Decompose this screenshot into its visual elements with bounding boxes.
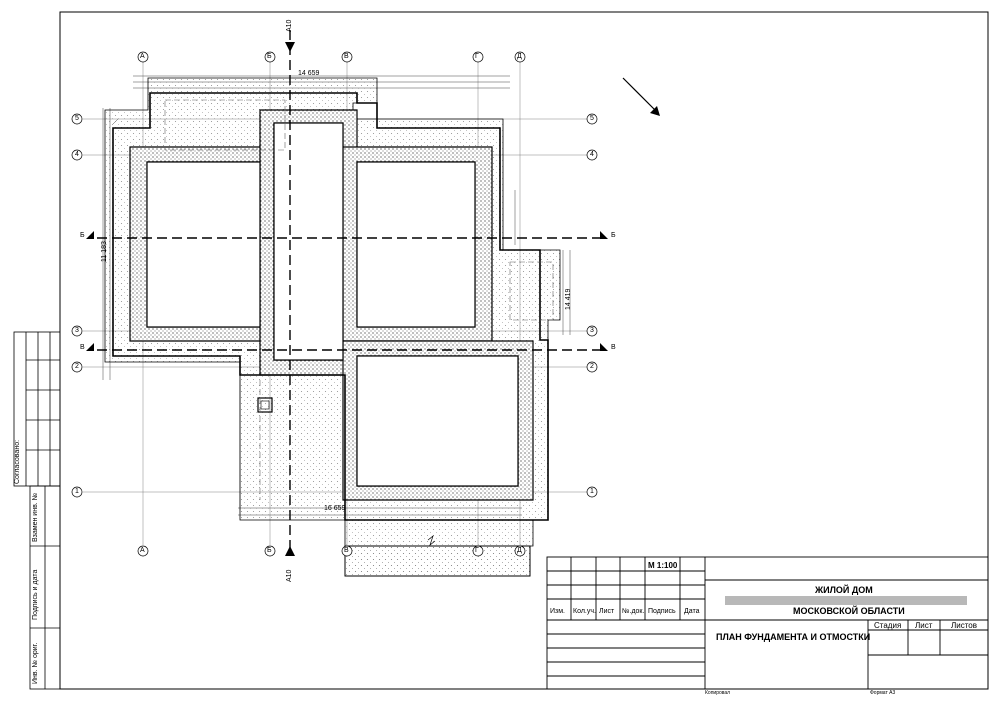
axis-col-b-top: Б [267,53,272,60]
grey-band [725,596,967,605]
project-location: МОСКОВСКОЙ ОБЛАСТИ [793,606,905,616]
column-post [257,397,273,413]
axis-col-g-bottom: Г [475,547,479,554]
north-arrow-icon [622,77,660,116]
dim-left-overall: 11 183 [101,241,108,262]
axis-markers [71,51,598,557]
sheet-label: Лист [915,621,933,630]
stamp-replaced-inv: Взамен инв. № [32,492,39,542]
sheets-label: Листов [951,621,977,630]
hdr-list: Лист [599,608,615,615]
stamp-agreed: Согласовано: [14,439,21,484]
section-b-right-label: Б [611,232,616,239]
axis-row-5-left: 5 [75,115,79,122]
hdr-izm: Изм. [550,608,565,615]
break-mark [427,534,436,547]
axis-col-v-top: В [344,53,349,60]
section-v-left-label: В [80,344,85,351]
left-stamp [13,331,61,690]
section-lines [97,30,600,550]
hidden-lines [164,99,554,500]
axis-col-a-top: А [140,53,145,60]
stamp-sign-date: Подпись и дата [32,569,39,620]
axis-row-1-right: 1 [590,488,594,495]
axis-col-d-top: Д [517,53,522,60]
stamp-orig-inv: Инв. № ориг. [32,642,39,684]
axis-row-3-right: 3 [590,327,594,334]
axis-row-5-right: 5 [590,115,594,122]
format-label: Формат А3 [870,690,896,696]
project-name: ЖИЛОЙ ДОМ [815,585,873,595]
hdr-podpis: Подпись [648,608,676,615]
scale-label: М 1:100 [648,561,678,570]
section-v-right-label: В [611,344,616,351]
stage-label: Стадия [874,621,902,630]
axis-row-1-left: 1 [75,488,79,495]
copied-label: Копировал [705,690,731,696]
axis-col-d-bottom: Д [517,547,522,554]
section-a10-bottom-label: А10 [286,569,293,582]
axis-col-g-top: Г [475,53,479,60]
rooms [146,122,519,487]
axis-col-v-bottom: В [344,547,349,554]
axis-row-2-right: 2 [590,363,594,370]
building-outline [112,92,549,521]
dim-top-overall: 14 659 [298,70,320,77]
axis-col-b-bottom: Б [267,547,272,554]
dim-bottom-overall: 16 659 [324,505,346,512]
axis-row-2-left: 2 [75,363,79,370]
axis-row-4-left: 4 [75,151,79,158]
dim-right-ext: 14 419 [565,288,572,310]
hdr-ndoc: №.док. [622,608,645,615]
section-a10-top-label: А10 [286,19,293,32]
hdr-data: Дата [684,608,700,615]
section-b-left-label: Б [80,232,85,239]
drawing-title: ПЛАН ФУНДАМЕНТА И ОТМОСТКИ [716,632,871,642]
axis-row-3-left: 3 [75,327,79,334]
axis-col-a-bottom: А [140,547,145,554]
title-block [546,556,989,690]
axis-row-4-right: 4 [590,151,594,158]
section-arrows [86,42,608,556]
hdr-kol: Кол.уч. [573,608,596,615]
porch [344,545,531,577]
